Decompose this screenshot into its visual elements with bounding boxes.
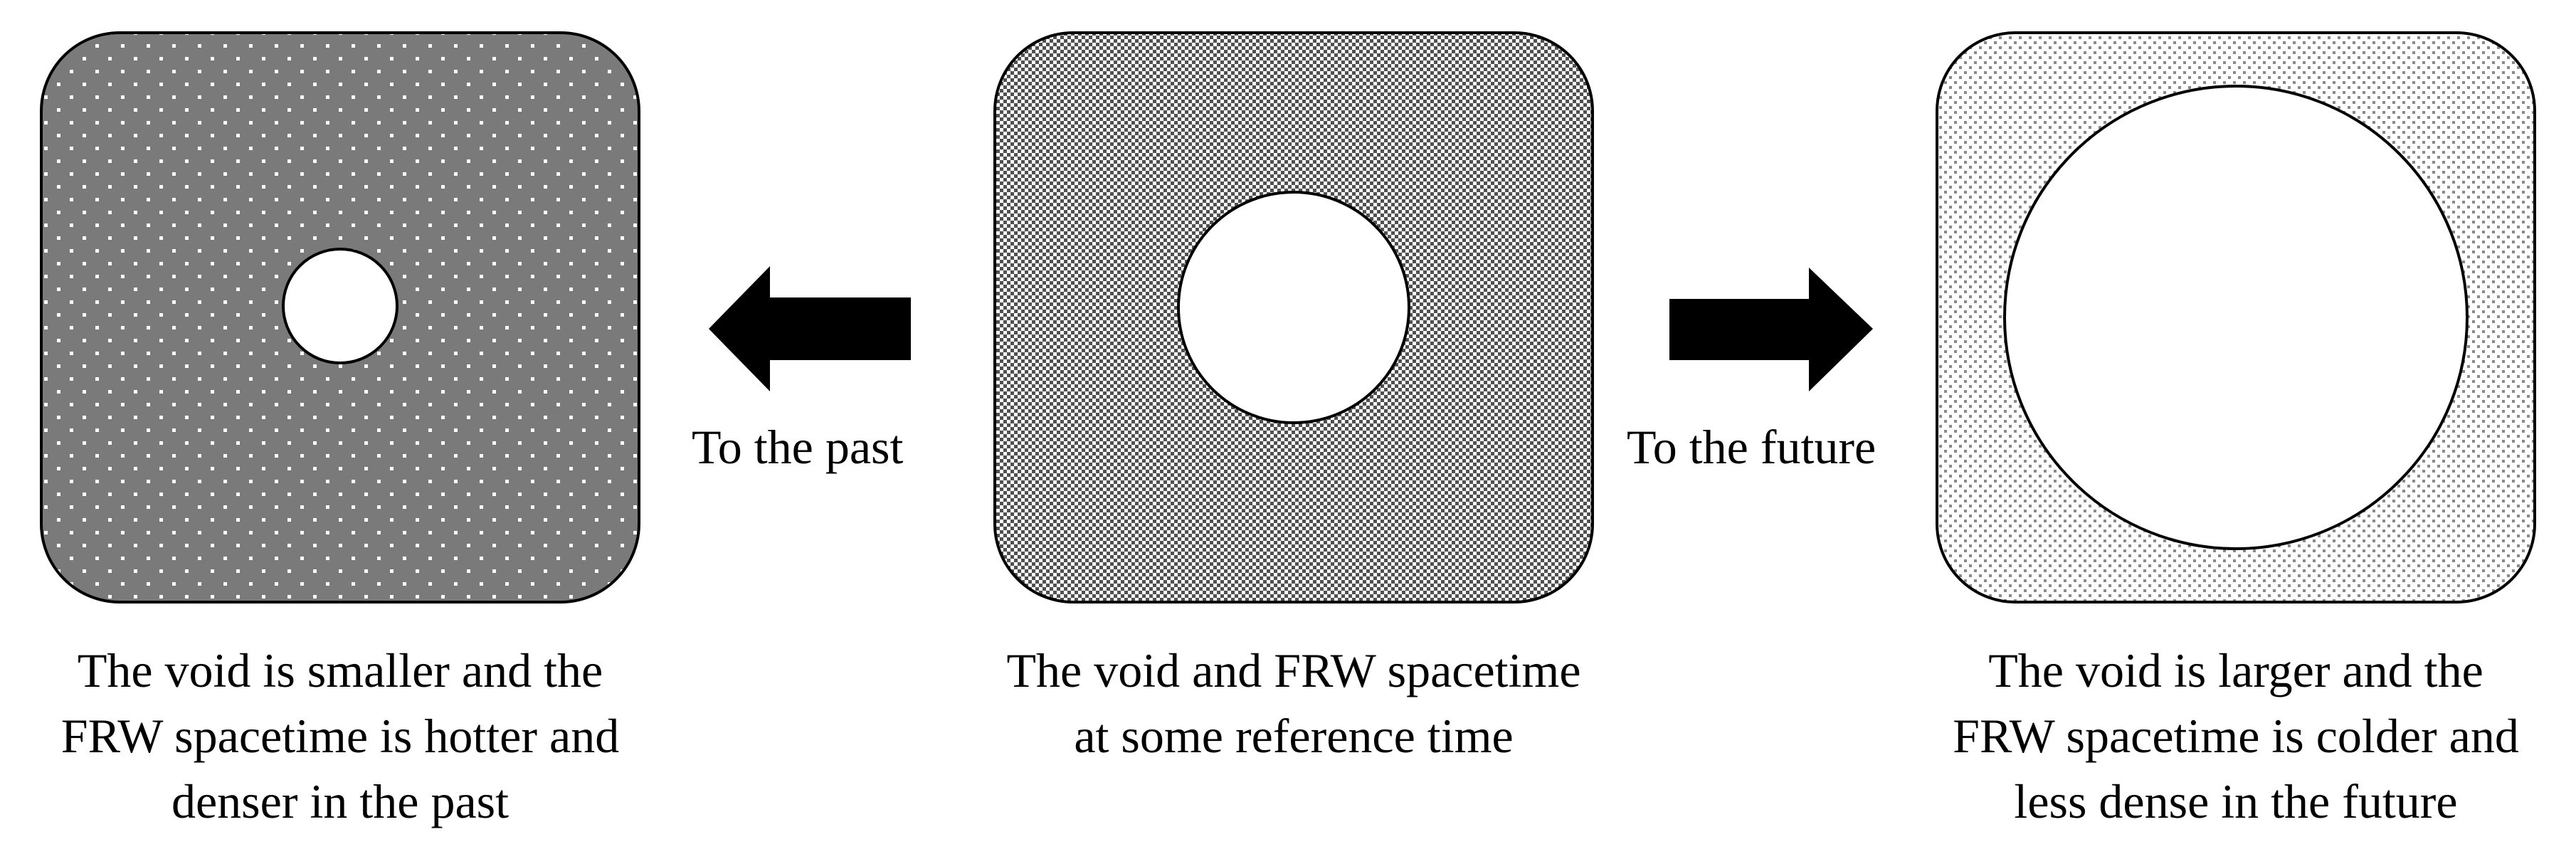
caption-reference-line-1: The void and FRW spacetime	[1006, 643, 1581, 697]
panel-future	[1936, 31, 2536, 604]
caption-past-line-2: FRW spacetime is hotter and	[60, 709, 620, 763]
caption-future: The void is larger and the FRW spacetime…	[1901, 638, 2570, 834]
arrow-left-to-past	[709, 266, 911, 391]
caption-future-line-1: The void is larger and the	[1988, 643, 2483, 697]
future-void	[2003, 85, 2469, 550]
caption-future-line-3: less dense in the future	[2014, 774, 2458, 828]
reference-void	[1177, 191, 1410, 424]
past-void	[282, 248, 398, 364]
caption-future-line-2: FRW spacetime is colder and	[1953, 709, 2519, 763]
to-the-future-label: To the future	[1627, 420, 1876, 474]
to-the-past-label: To the past	[692, 420, 904, 474]
caption-reference-line-2: at some reference time	[1074, 709, 1514, 763]
caption-past-line-3: denser in the past	[171, 774, 509, 828]
arrow-right-to-future	[1669, 268, 1873, 391]
panel-reference	[993, 31, 1594, 604]
caption-reference: The void and FRW spacetime at some refer…	[959, 638, 1628, 769]
caption-past-line-1: The void is smaller and the	[77, 643, 603, 697]
panel-past	[40, 31, 640, 604]
caption-past: The void is smaller and the FRW spacetim…	[6, 638, 675, 834]
